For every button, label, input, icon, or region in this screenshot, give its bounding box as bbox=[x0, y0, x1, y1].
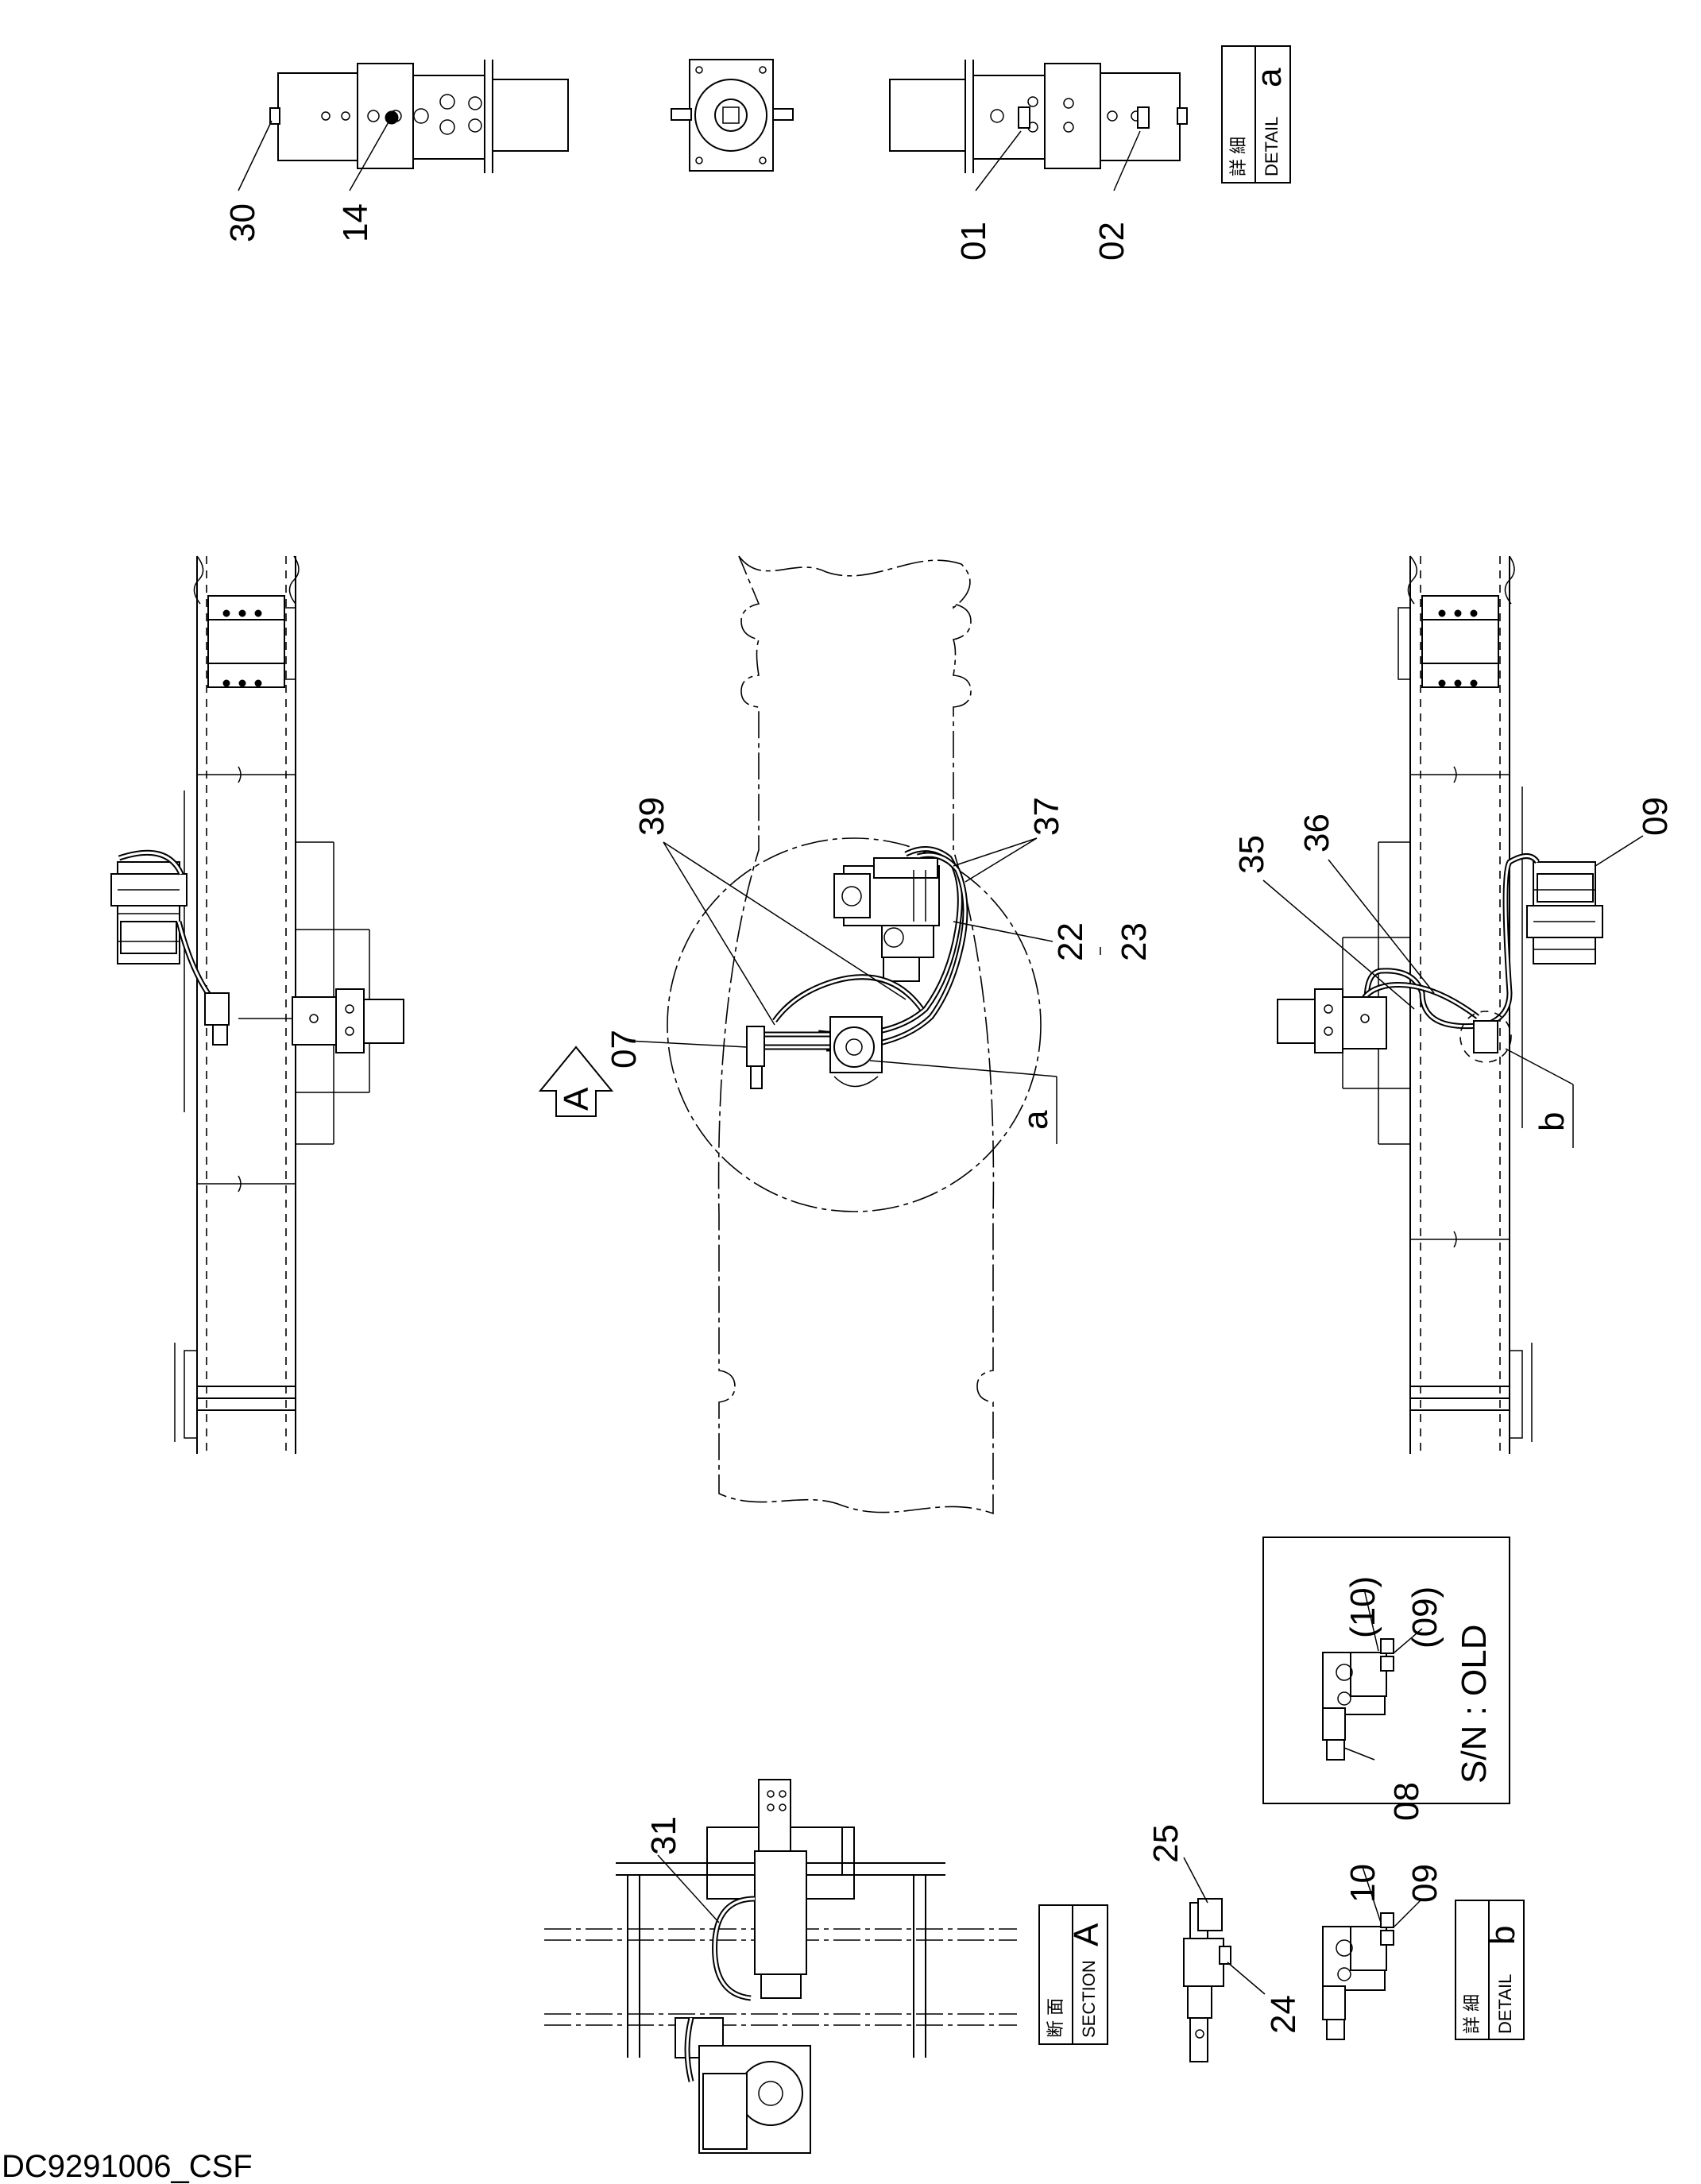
detail-b-en: DETAIL bbox=[1495, 1974, 1515, 2034]
center-swivel-joint bbox=[746, 1016, 883, 1089]
detail-a-swivel-right-view bbox=[889, 60, 1188, 173]
label-25: 25 bbox=[1146, 1824, 1185, 1863]
label-09-detail-b: 09 bbox=[1405, 1864, 1444, 1903]
label-31: 31 bbox=[644, 1816, 683, 1855]
label-10-paren: (10) bbox=[1343, 1576, 1382, 1638]
sn-old-box: (10) (09) 08 S/N : OLD bbox=[1262, 1537, 1510, 1821]
label-24: 24 bbox=[1264, 1995, 1303, 2034]
detail-a-title-box: 詳 細 DETAIL a bbox=[1221, 45, 1291, 184]
view-a-arrow: A bbox=[538, 1046, 614, 1117]
label-37: 37 bbox=[1027, 797, 1066, 836]
label-01: 01 bbox=[954, 222, 993, 261]
detail-b-jp: 詳 細 bbox=[1462, 1994, 1482, 2034]
label-14: 14 bbox=[336, 203, 375, 242]
right-track-frame bbox=[1277, 555, 1603, 1454]
label-09-right: 09 bbox=[1636, 797, 1675, 836]
left-track-frame bbox=[110, 555, 404, 1454]
label-09-paren: (09) bbox=[1405, 1587, 1444, 1649]
detail-a-swivel-left-view bbox=[269, 60, 569, 173]
section-a-title-box: 断 面 SECTION A bbox=[1038, 1904, 1108, 2045]
center-frame-outline bbox=[667, 555, 1042, 1515]
label-39: 39 bbox=[632, 797, 671, 836]
label-a: a bbox=[1016, 1110, 1055, 1130]
detail-b-valve-front bbox=[1322, 1912, 1394, 2040]
label-10: 10 bbox=[1343, 1864, 1382, 1903]
label-b: b bbox=[1533, 1112, 1571, 1131]
label-02: 02 bbox=[1092, 222, 1131, 261]
label-35: 35 bbox=[1232, 835, 1271, 874]
detail-a-letter: a bbox=[1250, 68, 1289, 87]
view-a-letter: A bbox=[557, 1087, 596, 1111]
section-a-letter: A bbox=[1067, 1923, 1106, 1946]
detail-b-valve-side bbox=[1183, 1898, 1231, 2062]
sn-old-label: S/N : OLD bbox=[1455, 1625, 1494, 1784]
detail-a-en: DETAIL bbox=[1262, 117, 1282, 176]
label-22: 22 bbox=[1051, 922, 1090, 961]
section-a-jp: 断 面 bbox=[1046, 1998, 1065, 2038]
section-a-view bbox=[544, 1779, 1017, 2154]
center-pump-assembly bbox=[833, 857, 940, 982]
detail-a-swivel-end-view bbox=[671, 59, 794, 172]
section-a-en: SECTION bbox=[1079, 1960, 1099, 2038]
drawing-code: DC9291006_CSF bbox=[2, 2149, 253, 2184]
label-23: 23 bbox=[1115, 922, 1154, 961]
label-08: 08 bbox=[1387, 1782, 1426, 1821]
label-30: 30 bbox=[223, 203, 262, 242]
detail-b-title-box: 詳 細 DETAIL b bbox=[1455, 1900, 1525, 2040]
label-36: 36 bbox=[1297, 814, 1336, 852]
label-07: 07 bbox=[605, 1030, 644, 1069]
detail-a-jp: 詳 細 bbox=[1228, 137, 1248, 176]
detail-b-letter: b bbox=[1483, 1926, 1522, 1945]
